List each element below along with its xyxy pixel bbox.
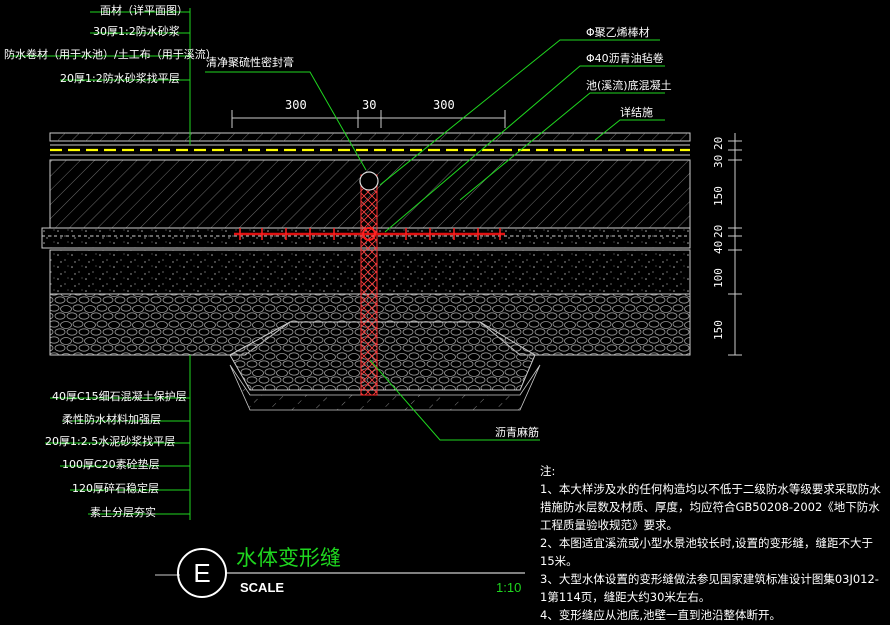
label-pe-rod: Φ聚乙烯棒材 [586,26,650,39]
gravel-pit [229,321,536,391]
drawing-title: 水体变形缝 [236,546,341,570]
rebar-ticks [239,228,501,240]
label-asphalt-hemp: 沥青麻筋 [495,426,539,439]
note-1: 1、本大样涉及水的任何构造均以不低于二级防水等级要求采取防水措施防水层数及材质、… [540,482,881,532]
joint-filler [360,174,378,396]
note-3: 3、大型水体设置的变形缝做法参见国家建筑标准设计图集03J012-1第114页，… [540,572,879,604]
note-2: 2、本图适宜溪流或小型水景池较长时,设置的变形缝，缝距不大于15米。 [540,536,873,568]
label-sealant: 清净聚硫性密封膏 [206,56,294,69]
pe-rod [359,171,379,191]
dim-30: 30 [712,154,725,168]
label-c20: 100厚C20素砼垫层 [62,458,160,471]
label-cement-leveling: 20厚1:2.5水泥砂浆找平层 [45,435,176,448]
right-dimension [728,133,742,356]
top-dimension [231,110,506,128]
dim-right-300: 300 [433,98,455,112]
top-leaders [205,39,665,441]
scale-value: 1:10 [496,580,522,595]
label-finish: 面材（详平面图） [100,4,188,17]
label-concrete: 池(溪流)底混凝土 [586,79,672,92]
dim-left-300: 300 [285,98,307,112]
notes-heading: 注: [540,464,556,478]
finish-hatch [50,133,690,141]
label-leveling: 20厚1:2防水砂浆找平层 [60,72,180,85]
label-flexible: 柔性防水材料加强层 [62,413,161,426]
label-protection: 40厚C15细石混凝土保护层 [52,390,187,403]
dim-20b: 20 [712,224,725,238]
dim-100: 100 [712,268,725,288]
scale-label: SCALE [240,580,285,595]
label-detail: 详结施 [620,106,653,119]
dim-joint-30: 30 [362,98,377,112]
notes-block: 注: 1、本大样涉及水的任何构造均以不低于二级防水等级要求采取防水措施防水层数及… [540,462,885,624]
dim-40: 40 [712,240,725,254]
label-waterproof-mortar: 30厚1:2防水砂浆 [93,25,180,38]
left-leaders [10,8,191,520]
label-membrane: 防水卷材（用于水池）/土工布（用于溪流） [4,48,217,61]
note-4: 4、变形缝应从池底,池壁一直到池沿整体断开。 [540,608,781,622]
asphalt-roll [362,227,376,241]
detail-badge: E [177,548,227,598]
dim-150b: 150 [712,320,725,340]
dim-20: 20 [712,136,725,150]
label-gravel: 120厚碎石稳定层 [72,482,159,495]
dim-150a: 150 [712,186,725,206]
label-asphalt-roll: Φ40沥青油毡卷 [586,52,664,65]
compacted-soil [229,364,541,411]
label-soil: 素土分层夯实 [90,506,156,519]
